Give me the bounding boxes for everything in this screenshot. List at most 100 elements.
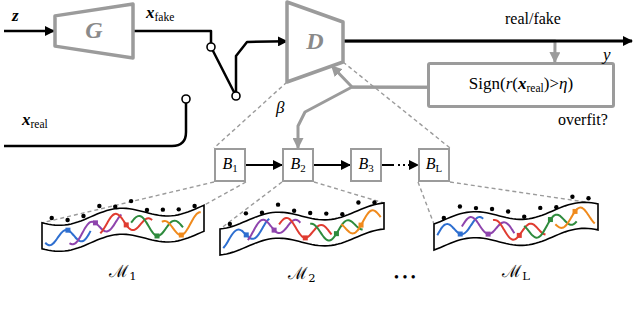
sample-dot xyxy=(490,207,494,211)
text-run: B xyxy=(222,155,232,172)
manifold-label: ℳ2 xyxy=(288,263,315,283)
node-label: BL xyxy=(426,155,442,175)
text-run: η xyxy=(559,74,567,93)
sample-dot xyxy=(506,209,510,213)
output-arrow xyxy=(343,40,632,43)
data-flow-arrow xyxy=(133,31,287,96)
label-holder: Sign(r(xreal)>η) xyxy=(430,65,612,105)
layer-block: B1 xyxy=(214,148,246,182)
node-label: Sign(r(xreal)>η) xyxy=(469,74,573,96)
layer-block: B3 xyxy=(350,148,382,182)
node-label: B1 xyxy=(222,155,237,175)
node-label: B3 xyxy=(358,155,373,175)
sample-dot xyxy=(145,208,149,212)
feature-curve xyxy=(223,219,269,248)
sample-dot xyxy=(324,211,328,215)
text-run: B xyxy=(358,155,368,172)
sample-dot xyxy=(474,206,478,210)
text-run: x xyxy=(146,3,155,22)
switch-terminal xyxy=(207,43,215,51)
text-run: 2 xyxy=(308,271,315,285)
label-holder: D xyxy=(287,2,343,82)
zoom-line xyxy=(204,182,246,205)
feature-point xyxy=(179,233,184,238)
feature-curve xyxy=(131,216,183,236)
sample-dot xyxy=(340,212,344,216)
text-run: x xyxy=(518,74,527,93)
feature-curve xyxy=(279,218,331,238)
switch-terminal xyxy=(182,95,190,103)
text-run: real xyxy=(526,83,543,96)
label-holder: ℳL xyxy=(430,262,602,284)
label-holder: G xyxy=(55,4,133,58)
label-holder: ℳ2 xyxy=(216,264,388,286)
manifold-outline xyxy=(42,205,204,251)
feature-point xyxy=(244,232,249,237)
note: overfit? xyxy=(558,111,608,128)
input-symbol: z xyxy=(12,6,19,25)
input-arrow xyxy=(4,30,54,33)
feedback-arrow xyxy=(332,66,427,87)
sample-dot xyxy=(570,195,574,199)
text-run: z xyxy=(12,6,19,25)
sample-dot xyxy=(538,206,542,210)
feature-curve xyxy=(162,212,201,235)
block-arrow xyxy=(382,164,418,166)
output-label: real/fake xyxy=(505,10,561,27)
text-run: r xyxy=(506,74,513,93)
sample-dot xyxy=(292,209,296,213)
manifold-outline xyxy=(434,202,598,250)
label-holder: BL xyxy=(420,150,448,180)
sample-dot xyxy=(228,222,232,226)
switch-pivot xyxy=(232,92,240,100)
zoom-line xyxy=(214,82,287,148)
signal-name: xreal xyxy=(22,110,48,129)
zoom-line xyxy=(314,182,384,203)
sample-dot xyxy=(522,215,526,219)
feedback-arrow xyxy=(343,41,555,62)
discriminator-block: D xyxy=(287,2,343,82)
text-run: 1 xyxy=(129,269,136,283)
label-holder: ℳ1 xyxy=(38,262,208,284)
sample-dot xyxy=(50,216,54,220)
sample-dot xyxy=(308,211,312,215)
sample-dot xyxy=(442,216,446,220)
feature-point xyxy=(155,233,160,238)
text-run: β xyxy=(276,98,284,117)
sample-dot xyxy=(260,211,264,215)
node-label: D xyxy=(306,28,323,56)
ellipsis: • • • xyxy=(394,270,416,285)
sample-dot xyxy=(65,218,69,222)
feature-curve xyxy=(462,217,514,234)
sample-dot xyxy=(372,200,376,204)
output-symbol: y xyxy=(603,45,611,64)
sample-dot xyxy=(192,204,196,208)
zoom-line xyxy=(418,182,434,224)
feature-point xyxy=(93,220,98,225)
feature-curve xyxy=(524,215,576,238)
node-label: B2 xyxy=(290,155,305,175)
sample-dot xyxy=(554,205,558,209)
feature-curve xyxy=(100,214,152,233)
manifold-label: ℳL xyxy=(502,261,530,281)
node-outline xyxy=(216,192,388,262)
feature-point xyxy=(458,232,463,237)
label-holder: B1 xyxy=(216,150,244,180)
layer-block: BL xyxy=(418,148,450,182)
feature-point xyxy=(124,222,129,227)
text-run: ) xyxy=(567,74,573,93)
text-run: 2 xyxy=(300,162,305,174)
text-run: ℳ xyxy=(288,263,308,283)
block-arrow xyxy=(314,164,350,166)
feature-curve xyxy=(310,220,362,240)
sample-dot xyxy=(113,204,117,208)
label-holder: xfake xyxy=(146,3,174,25)
sample-dot xyxy=(458,204,462,208)
sample-dot xyxy=(586,196,590,200)
generator-block: G xyxy=(55,4,133,58)
feature-point xyxy=(334,231,339,236)
feature-curve xyxy=(341,210,380,233)
sample-dot xyxy=(244,211,248,215)
text-run: B xyxy=(290,155,300,172)
